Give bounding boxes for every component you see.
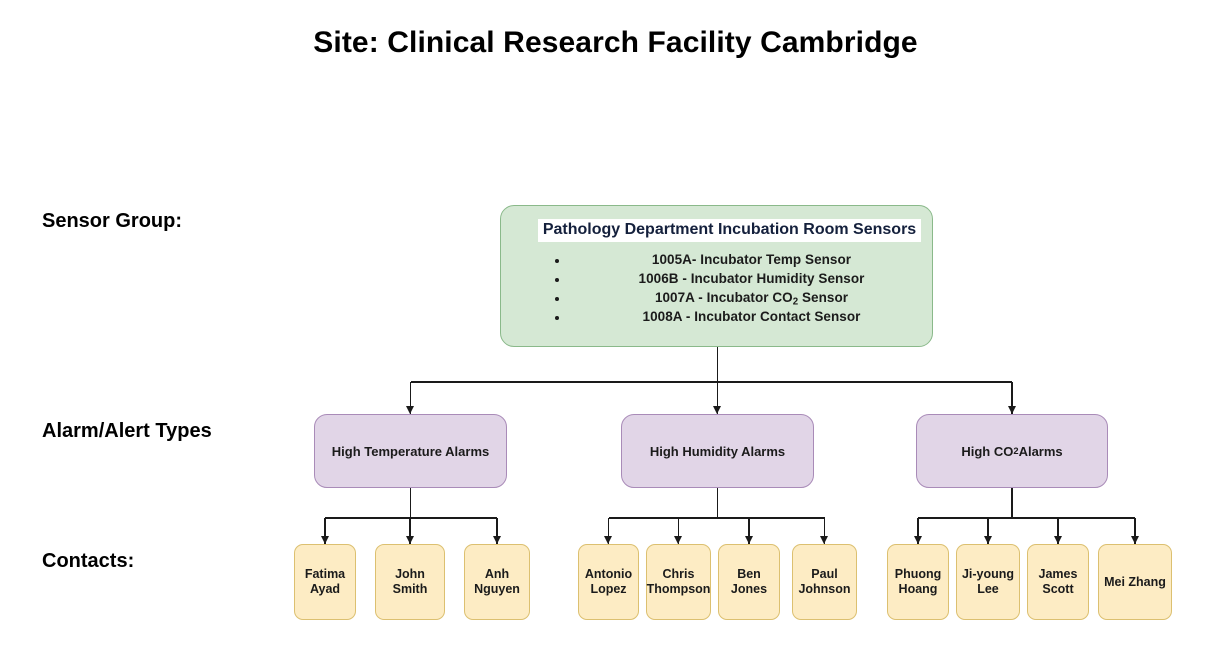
connector-line: [1011, 382, 1013, 414]
contact-node[interactable]: Ben Jones: [718, 544, 780, 620]
sensor-list-item: 1005A- Incubator Temp Sensor: [569, 250, 932, 269]
connector-line: [1011, 488, 1013, 518]
connector-arrowhead: [320, 536, 329, 544]
contact-node[interactable]: Anh Nguyen: [464, 544, 530, 620]
connector-line: [325, 517, 497, 519]
connector-arrowhead: [713, 406, 721, 414]
connector-line: [1057, 518, 1059, 544]
connector-arrowhead: [1130, 536, 1139, 544]
alarm-type-node-high-humidity[interactable]: High Humidity Alarms: [621, 414, 814, 488]
connector-arrowhead: [983, 536, 992, 544]
connector-line: [496, 518, 498, 544]
row-label-alarm-types: Alarm/Alert Types: [42, 420, 212, 442]
connector-arrowhead: [913, 536, 922, 544]
sensor-group-node[interactable]: Pathology Department Incubation Room Sen…: [500, 205, 933, 347]
contact-node[interactable]: Fatima Ayad: [294, 544, 356, 620]
alarm-type-node-high-temperature[interactable]: High Temperature Alarms: [314, 414, 507, 488]
connector-line: [677, 518, 680, 544]
contact-node[interactable]: John Smith: [375, 544, 445, 620]
connector-line: [917, 518, 919, 544]
connector-line: [608, 517, 825, 519]
connector-arrowhead: [744, 536, 753, 544]
sensor-list-item: 1006B - Incubator Humidity Sensor: [569, 269, 932, 288]
connector-arrowhead: [820, 536, 828, 544]
connector-line: [409, 488, 412, 518]
connector-arrowhead: [1053, 536, 1062, 544]
contact-node[interactable]: James Scott: [1027, 544, 1089, 620]
contact-node[interactable]: Mei Zhang: [1098, 544, 1172, 620]
contact-node[interactable]: Ji-young Lee: [956, 544, 1020, 620]
connector-arrowhead: [1007, 406, 1016, 414]
connector-arrowhead: [405, 536, 414, 544]
connector-line: [748, 518, 750, 544]
contact-node[interactable]: Chris Thompson: [646, 544, 711, 620]
connector-arrowhead: [406, 406, 414, 414]
contact-node[interactable]: Antonio Lopez: [578, 544, 639, 620]
connector-arrowhead: [492, 536, 501, 544]
connector-arrowhead: [604, 536, 612, 544]
connector-line: [716, 382, 719, 414]
connector-line: [410, 381, 1012, 383]
connector-line: [716, 347, 719, 382]
row-label-contacts: Contacts:: [42, 550, 135, 572]
connector-line: [918, 517, 1135, 519]
page-title: Site: Clinical Research Facility Cambrid…: [313, 26, 918, 59]
connector-line: [1134, 518, 1136, 544]
sensor-list: 1005A- Incubator Temp Sensor 1006B - Inc…: [501, 250, 932, 326]
contact-node[interactable]: Phuong Hoang: [887, 544, 949, 620]
connector-arrowhead: [674, 536, 682, 544]
connector-line: [409, 518, 411, 544]
connector-line: [409, 382, 412, 414]
connector-line: [716, 488, 719, 518]
contact-node[interactable]: Paul Johnson: [792, 544, 857, 620]
row-label-sensor-group: Sensor Group:: [42, 210, 183, 232]
connector-line: [987, 518, 989, 544]
sensor-list-item: 1007A - Incubator CO2 Sensor: [569, 288, 932, 307]
connector-line: [324, 518, 326, 544]
connector-line: [607, 518, 610, 544]
sensor-list-item: 1008A - Incubator Contact Sensor: [569, 307, 932, 326]
sensor-group-heading: Pathology Department Incubation Room Sen…: [537, 219, 922, 242]
connector-line: [823, 518, 826, 544]
